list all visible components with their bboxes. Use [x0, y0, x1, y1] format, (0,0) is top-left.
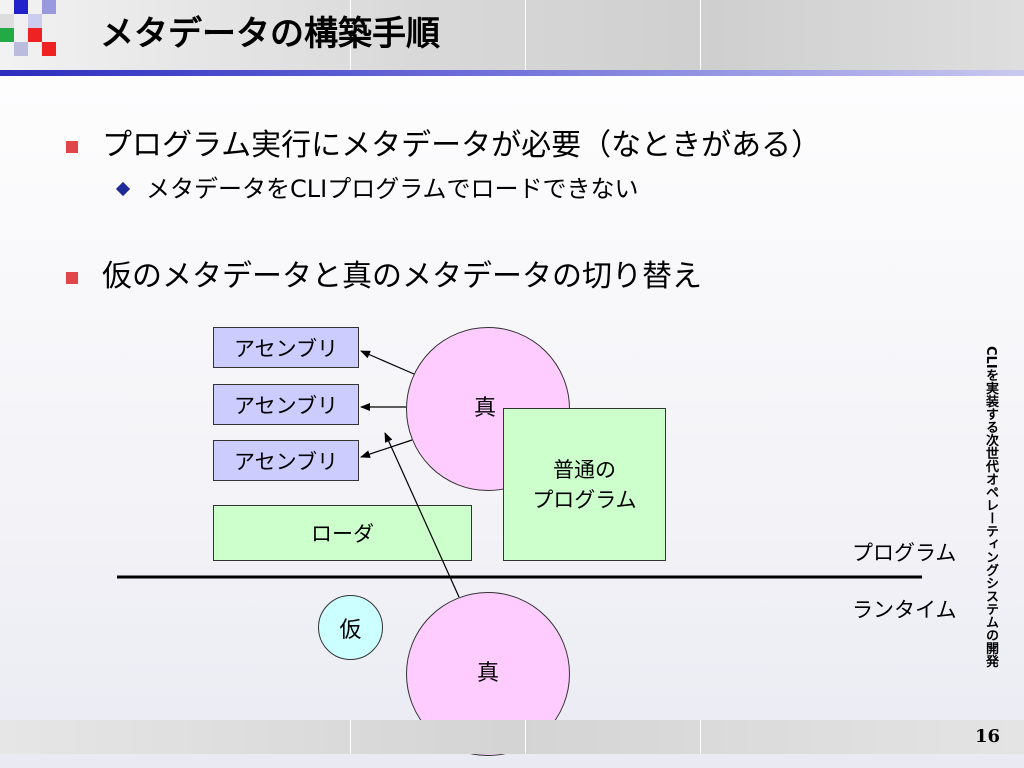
arrow-runtime-to-assembly: [384, 432, 460, 598]
true-top-label: 真: [473, 396, 496, 421]
bullet-1-sub-1-text: メタデータをCLIプログラムでロードできない: [146, 175, 639, 203]
header-divider: [700, 0, 701, 70]
bullet-2-text: 仮のメタデータと真のメタデータの切り替え: [102, 259, 702, 294]
header-divider: [525, 0, 526, 70]
square-bullet-icon: [66, 141, 78, 153]
footer-divider: [350, 720, 351, 754]
header-divider: [350, 0, 351, 70]
assembly-box-1: アセンブリ: [213, 327, 359, 368]
slide-title: メタデータの構築手順: [100, 14, 440, 54]
footer-band: [0, 720, 1024, 754]
header-band: [0, 0, 1024, 70]
normal-program-box: 普通の プログラム: [503, 408, 666, 561]
arrow-to-assembly-3: [360, 439, 413, 458]
assembly-box-2: アセンブリ: [213, 384, 359, 425]
vertical-side-text: CLIを実装する次世代オペレーティングシステムの開発: [983, 346, 998, 668]
square-bullet-icon: [66, 272, 78, 284]
arrow-to-assembly-1: [360, 350, 415, 375]
program-layer-label: プログラム: [852, 541, 957, 565]
page-number: 16: [974, 726, 1000, 747]
footer-divider: [525, 720, 526, 754]
bullet-1-text: プログラム実行にメタデータが必要（なときがある）: [102, 128, 822, 163]
footer-divider: [700, 720, 701, 754]
runtime-layer-label: ランタイム: [852, 598, 957, 622]
assembly-box-3: アセンブリ: [213, 440, 359, 481]
header-rule: [0, 70, 1024, 76]
true-bottom-label: 真: [476, 661, 499, 686]
checker-logo-icon: [0, 0, 66, 66]
provisional-metadata-circle: 仮: [318, 595, 383, 660]
loader-box: ローダ: [213, 505, 472, 561]
